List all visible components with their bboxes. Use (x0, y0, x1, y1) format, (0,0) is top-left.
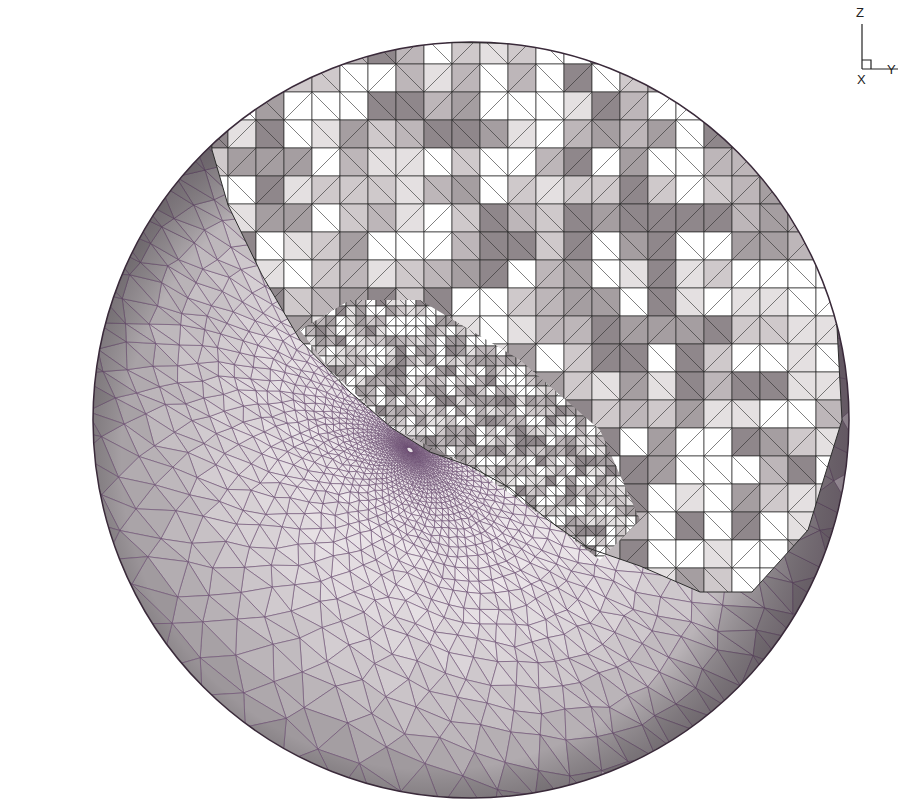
sphere-mesh (0, 0, 903, 808)
